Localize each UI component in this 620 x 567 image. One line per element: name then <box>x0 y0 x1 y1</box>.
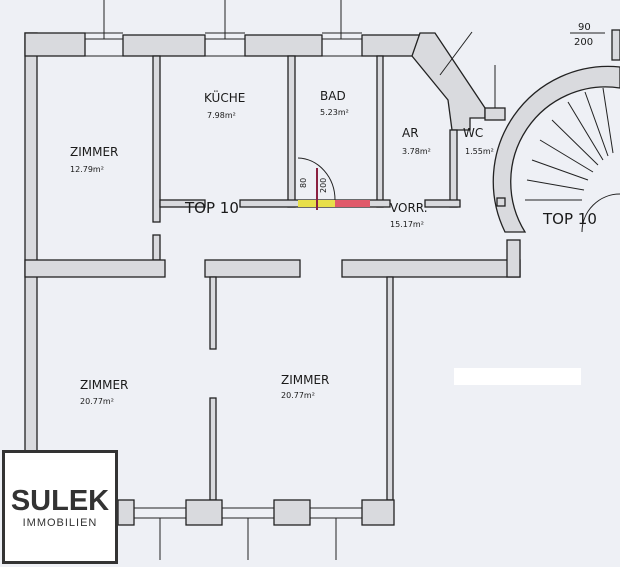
svg-text:ZIMMER: ZIMMER <box>281 373 329 387</box>
svg-text:WC: WC <box>463 126 483 140</box>
room-ar: AR 3.78m² <box>402 126 431 156</box>
bad-door-height: 200 <box>319 178 328 193</box>
window <box>84 0 363 57</box>
svg-text:20.77m²: 20.77m² <box>281 391 315 400</box>
logo-brand: SULEK <box>10 485 110 517</box>
room-vorraum: VORR. 15.17m² <box>390 201 428 229</box>
svg-text:5.23m²: 5.23m² <box>320 108 349 117</box>
unit-label: TOP 10 <box>184 199 239 217</box>
wall <box>204 259 301 278</box>
room-zimmer-2: ZIMMER 20.77m² <box>80 378 128 406</box>
room-bad: BAD 5.23m² <box>320 89 349 117</box>
sulek-logo: SULEK IMMOBILIEN <box>2 450 118 564</box>
stair-unit-label: TOP 10 <box>542 210 597 228</box>
door-swing <box>297 157 336 201</box>
bottom-wall <box>117 499 135 526</box>
top-wall <box>244 34 323 57</box>
highlight-red <box>335 200 370 207</box>
wall <box>506 239 521 278</box>
wall-wc <box>449 129 458 208</box>
top-wall <box>122 34 206 57</box>
wall <box>424 199 461 208</box>
logo-subtitle: IMMOBILIEN <box>22 517 98 529</box>
svg-text:20.77m²: 20.77m² <box>80 397 114 406</box>
wall-bad <box>287 55 296 208</box>
room-kueche: KÜCHE 7.98m² <box>204 89 245 120</box>
diagonal-wall <box>411 32 486 131</box>
svg-text:BAD: BAD <box>320 89 346 103</box>
svg-text:AR: AR <box>402 126 419 140</box>
wall <box>386 276 394 501</box>
top-wall <box>24 32 86 57</box>
room-zimmer-1: ZIMMER 12.79m² <box>70 145 118 174</box>
wall <box>484 107 506 121</box>
room-wc: WC 1.55m² <box>463 126 494 156</box>
svg-text:7.98m²: 7.98m² <box>207 111 236 120</box>
svg-text:12.79m²: 12.79m² <box>70 165 104 174</box>
wall <box>341 259 521 278</box>
wall <box>209 397 217 501</box>
bottom-wall <box>273 499 311 526</box>
svg-text:KÜCHE: KÜCHE <box>204 89 245 105</box>
bottom-wall <box>361 499 395 526</box>
wall <box>152 234 161 261</box>
staircase <box>492 29 620 233</box>
svg-text:15.17m²: 15.17m² <box>390 220 424 229</box>
svg-text:VORR.: VORR. <box>390 201 428 215</box>
redaction-bar <box>454 368 581 385</box>
wall <box>209 276 217 350</box>
wall <box>159 199 206 208</box>
bottom-wall <box>185 499 223 526</box>
bad-door-width: 80 <box>299 178 308 188</box>
wall-kueche <box>152 55 161 223</box>
window <box>133 507 363 560</box>
room-zimmer-3: ZIMMER 20.77m² <box>281 373 329 400</box>
svg-text:ZIMMER: ZIMMER <box>70 145 118 159</box>
svg-text:3.78m²: 3.78m² <box>402 147 431 156</box>
svg-text:1.55m²: 1.55m² <box>465 147 494 156</box>
wall-ar <box>376 55 384 208</box>
door-width-label: 90 <box>578 22 591 33</box>
svg-text:ZIMMER: ZIMMER <box>80 378 128 392</box>
top-wall <box>361 34 421 57</box>
wall <box>24 259 166 278</box>
door-height-label: 200 <box>574 37 593 48</box>
